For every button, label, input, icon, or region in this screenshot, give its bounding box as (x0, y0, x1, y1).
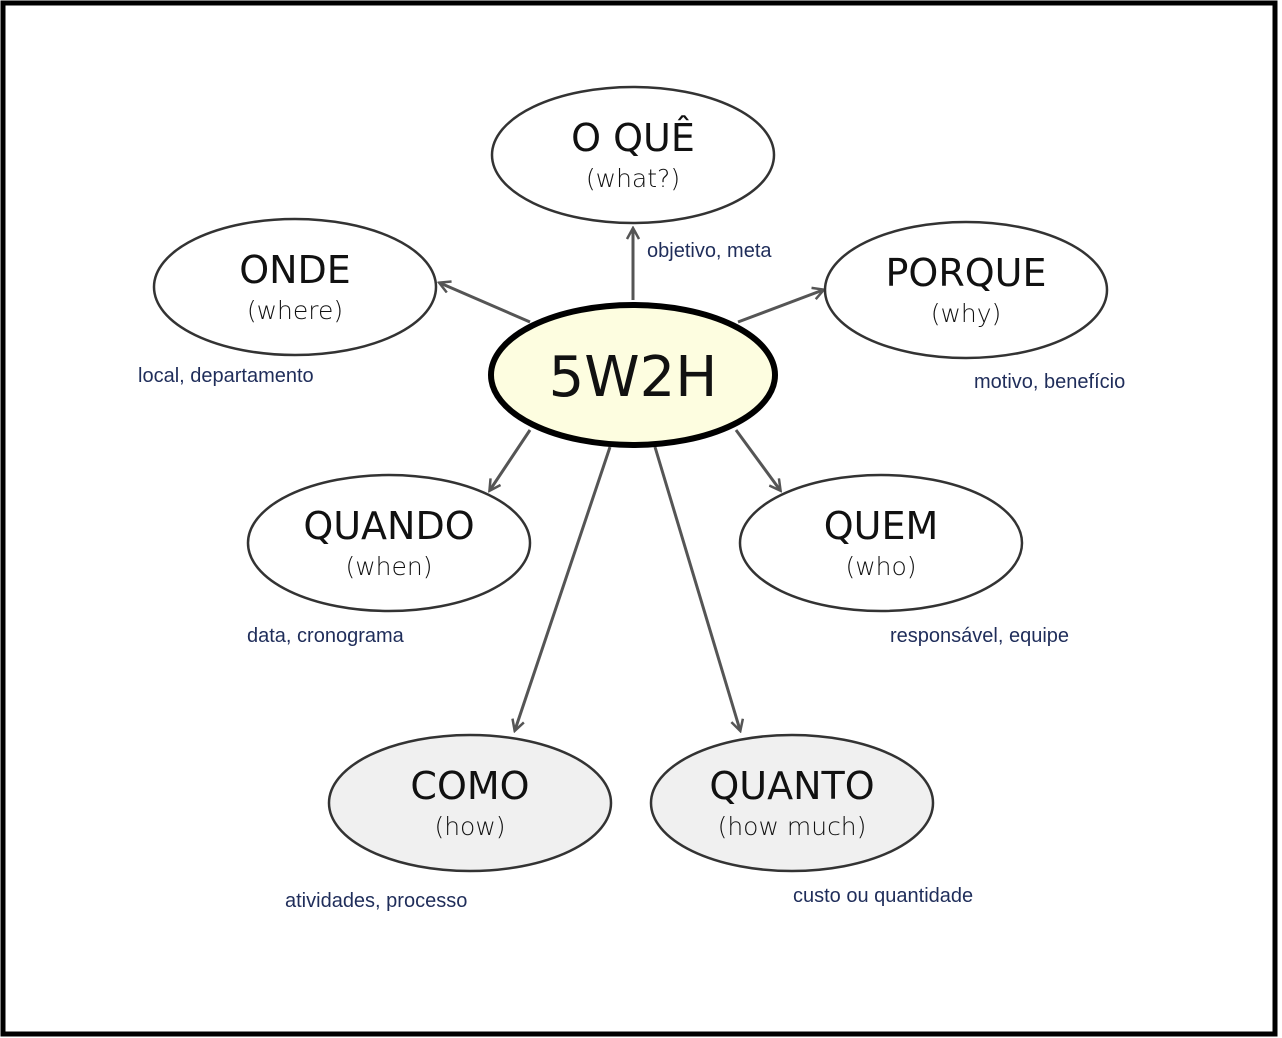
node-subtitle: (why) (931, 299, 1002, 328)
node-note: data, cronograma (247, 625, 405, 647)
node-title: O QUÊ (571, 116, 695, 160)
arrow-where (440, 283, 531, 324)
node-ellipse (246, 473, 532, 613)
node-ellipse (823, 220, 1109, 360)
arrow-how (515, 446, 612, 730)
node-howmuch: QUANTO (how much) (649, 733, 935, 873)
node-note: custo ou quantidade (793, 885, 973, 907)
node-note: local, departamento (138, 365, 314, 387)
node-ellipse (327, 733, 613, 873)
arrow-why (737, 290, 823, 324)
node-why: PORQUE (why) (823, 220, 1109, 360)
node-ellipse (490, 85, 776, 225)
center-label: 5W2H (549, 345, 718, 410)
node-subtitle: (what?) (586, 164, 680, 193)
node-ellipse (152, 217, 438, 357)
node-where: ONDE (where) (152, 217, 438, 357)
node-subtitle: (when) (345, 552, 432, 581)
node-ellipse (649, 733, 935, 873)
node-subtitle: (where) (247, 296, 343, 325)
node-ellipse (738, 473, 1024, 613)
node-how: COMO (how) (327, 733, 613, 873)
node-title: QUANTO (709, 764, 874, 808)
node-who: QUEM (who) (738, 473, 1024, 613)
center-node: 5W2H (488, 302, 778, 448)
center-ellipse (488, 302, 778, 448)
node-title: PORQUE (886, 251, 1047, 295)
node-note: responsável, equipe (890, 625, 1069, 647)
node-note: objetivo, meta (647, 240, 772, 262)
node-title: QUEM (824, 504, 939, 548)
node-note: motivo, benefício (974, 371, 1125, 393)
node-title: QUANDO (303, 504, 474, 548)
node-note: atividades, processo (285, 890, 467, 912)
node-subtitle: (who) (845, 552, 916, 581)
node-what: O QUÊ (what?) (490, 85, 776, 225)
arrow-when (490, 429, 532, 490)
arrow-howmuch (653, 446, 740, 730)
arrow-who (734, 429, 780, 490)
node-subtitle: (how) (434, 812, 505, 841)
node-title: ONDE (239, 248, 351, 292)
node-title: COMO (410, 764, 529, 808)
node-when: QUANDO (when) (246, 473, 532, 613)
node-subtitle: (how much) (718, 812, 867, 841)
